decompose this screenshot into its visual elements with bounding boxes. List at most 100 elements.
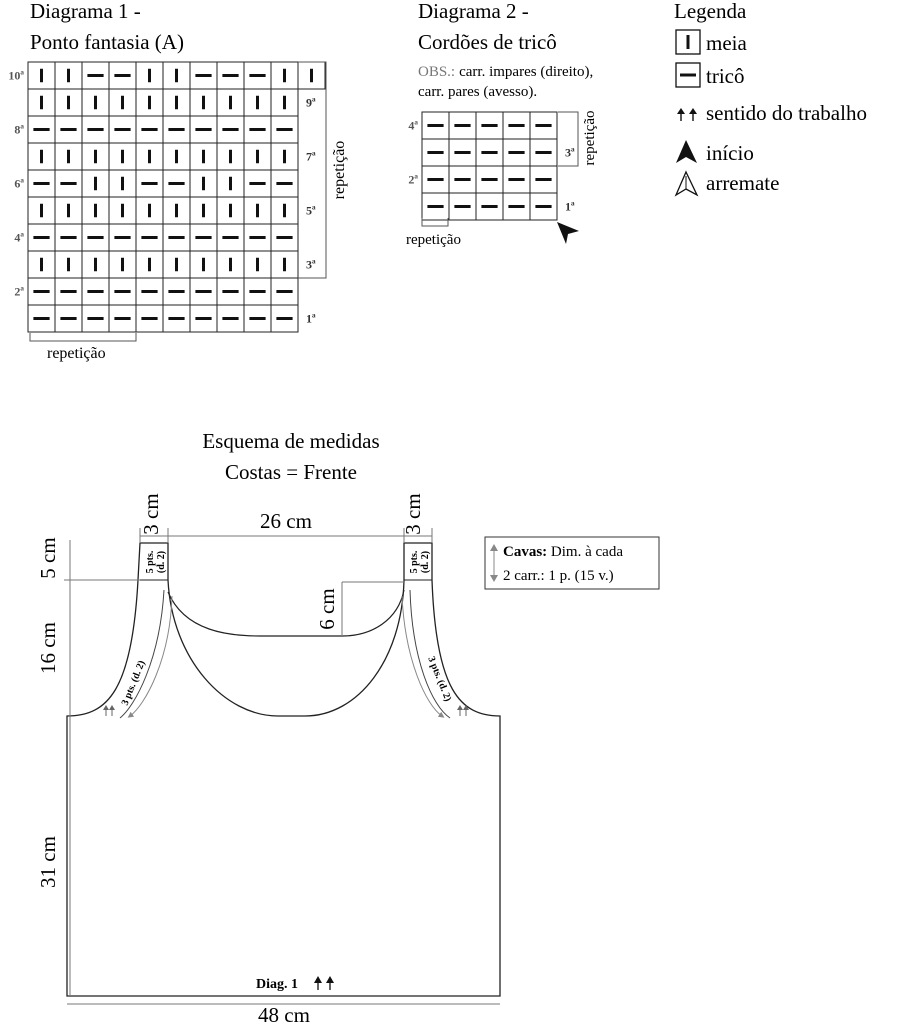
body-height-measure: 31 cm xyxy=(36,836,60,888)
diagram-1-stitch-cell xyxy=(135,196,164,225)
diagram-1-title-line1: Diagrama 1 - xyxy=(30,0,141,23)
diagram-1-stitch-cell xyxy=(189,196,218,225)
diagram-1-stitch-cell xyxy=(243,223,272,252)
diagram-2-obs: OBS.:carr. impares (direito), xyxy=(418,64,593,80)
diagram-1-stitch-cell xyxy=(216,61,245,90)
diagram-1-stitch-cell xyxy=(27,196,56,225)
diagram-1-stitch-cell xyxy=(27,61,56,90)
diagram-1-stitch-cell xyxy=(27,304,56,333)
diagram-1-stitch-cell xyxy=(108,223,137,252)
diagram-1-stitch-cell xyxy=(108,61,137,90)
neck-depth-measure: 6 cm xyxy=(315,588,339,629)
diagram-1-stitch-cell xyxy=(27,142,56,171)
diagram-2-stitch-cell xyxy=(529,192,558,221)
diagram-1-stitch-cell xyxy=(216,115,245,144)
diagram-1-stitch-cell xyxy=(108,304,137,333)
left-armhole-decrease-arrow xyxy=(127,595,173,718)
diagram-2-stitch-cell xyxy=(448,138,477,167)
diagram-1-stitch-cell xyxy=(135,169,164,198)
diagram-1-stitch-cell xyxy=(54,61,83,90)
diagram-1-stitch-cell xyxy=(162,169,191,198)
diagram-1-stitch-cell xyxy=(81,277,110,306)
diagram-1-stitch-cell xyxy=(162,223,191,252)
diagram-1-row-label: 1ª xyxy=(306,312,316,326)
diagram-1-stitch-cell xyxy=(216,142,245,171)
diagram-1-stitch-cell xyxy=(270,223,299,252)
neck-width-measure: 26 cm xyxy=(260,509,312,533)
diagram-2-bottom-repeat-bracket xyxy=(421,218,449,227)
diagram-2-stitch-cell xyxy=(502,192,531,221)
diagram-1-stitch-cell xyxy=(81,115,110,144)
diagram-1-stitch-cell xyxy=(108,88,137,117)
diagram-1-stitch-cell xyxy=(243,196,272,225)
diagram-2-row-label: 1ª xyxy=(565,200,575,214)
diagram-2-row-label: 3ª xyxy=(565,146,575,160)
diagram-1-stitch-cell xyxy=(270,277,299,306)
legend-start-label: início xyxy=(706,141,754,165)
width-measure: 48 cm xyxy=(258,1003,310,1024)
bottom-direction-arrows-icon xyxy=(314,976,334,990)
neckline-curve xyxy=(167,589,405,637)
legend: Legenda meia tricô sentido do trabalho i… xyxy=(674,0,867,197)
armhole-note-box xyxy=(484,536,660,590)
diagram-1-stitch-cell xyxy=(54,196,83,225)
diagram-1-stitch-cell xyxy=(81,196,110,225)
diagram-1-stitch-cell xyxy=(108,169,137,198)
diagram-1-row-label: 2ª xyxy=(14,285,24,299)
diagram-1-stitch-cell xyxy=(81,61,110,90)
diagram-1-grid xyxy=(27,61,326,333)
diagram-1: Diagrama 1 - Ponto fantasia (A) 10ª9ª8ª7… xyxy=(8,0,348,362)
diagram-1-stitch-cell xyxy=(216,223,245,252)
legend-knit-box xyxy=(675,29,701,55)
diagram-2-bottom-repeat-label: repetição xyxy=(406,232,461,248)
diagram-1-bottom-repeat-label: repetição xyxy=(47,345,106,362)
diagram-1-title-line2: Ponto fantasia (A) xyxy=(30,30,184,54)
start-arrow-icon xyxy=(676,140,697,163)
diagram-1-stitch-cell xyxy=(108,196,137,225)
diagram-1-stitch-cell xyxy=(162,277,191,306)
diagram-1-stitch-cell xyxy=(189,61,218,90)
diagram-1-stitch-cell xyxy=(135,61,164,90)
diagram-1-stitch-cell xyxy=(189,142,218,171)
finish-arrow-icon xyxy=(674,170,699,197)
diagram-1-stitch-cell xyxy=(81,304,110,333)
diagram-1-stitch-cell xyxy=(270,88,299,117)
schematic-title-line1: Esquema de medidas xyxy=(202,429,379,453)
right-strap-width-measure: 3 cm xyxy=(401,493,425,534)
diagram-1-stitch-cell xyxy=(162,196,191,225)
diagram-1-row-label: 9ª xyxy=(306,96,316,110)
diagram-1-stitch-cell xyxy=(135,304,164,333)
diagram-1-stitch-cell xyxy=(162,304,191,333)
diagram-2-stitch-cell xyxy=(421,111,450,140)
diagram-1-stitch-cell xyxy=(216,196,245,225)
legend-purl-box xyxy=(675,62,701,88)
diagram-1-stitch-cell xyxy=(162,115,191,144)
diagram-1-stitch-cell xyxy=(54,223,83,252)
diagram-2-stitch-cell xyxy=(448,192,477,221)
diagram-1-stitch-cell xyxy=(216,169,245,198)
diagram-1-stitch-cell xyxy=(81,169,110,198)
diagram-1-stitch-cell xyxy=(189,115,218,144)
diagram-2-side-repeat-label: repetição xyxy=(582,111,598,166)
diagram-1-stitch-cell xyxy=(162,250,191,279)
diagram-1-stitch-cell xyxy=(54,250,83,279)
diagram-1-stitch-cell xyxy=(189,223,218,252)
diagram-1-stitch-cell xyxy=(243,88,272,117)
diagram-1-stitch-cell xyxy=(162,142,191,171)
legend-direction-label: sentido do trabalho xyxy=(706,101,867,125)
diagram-1-stitch-cell xyxy=(54,88,83,117)
diagram-1-stitch-cell xyxy=(27,250,56,279)
legend-title: Legenda xyxy=(674,0,747,23)
diagram-1-stitch-cell xyxy=(54,304,83,333)
diagram-1-stitch-cell xyxy=(81,88,110,117)
diagram-1-stitch-cell xyxy=(243,169,272,198)
diagram-1-side-repeat-label: repetição xyxy=(331,141,348,200)
diagram-1-stitch-cell xyxy=(243,277,272,306)
legend-finish-label: arremate xyxy=(706,171,779,195)
diagram-2-title-line2: Cordões de tricô xyxy=(418,30,557,54)
armhole-note-arrow-icon xyxy=(490,544,498,582)
diagram-2-title-line1: Diagrama 2 - xyxy=(418,0,529,23)
legend-knit-label: meia xyxy=(706,31,747,55)
diagram-2-row-label: 2ª xyxy=(408,173,418,187)
diagram-2-stitch-cell xyxy=(448,111,477,140)
